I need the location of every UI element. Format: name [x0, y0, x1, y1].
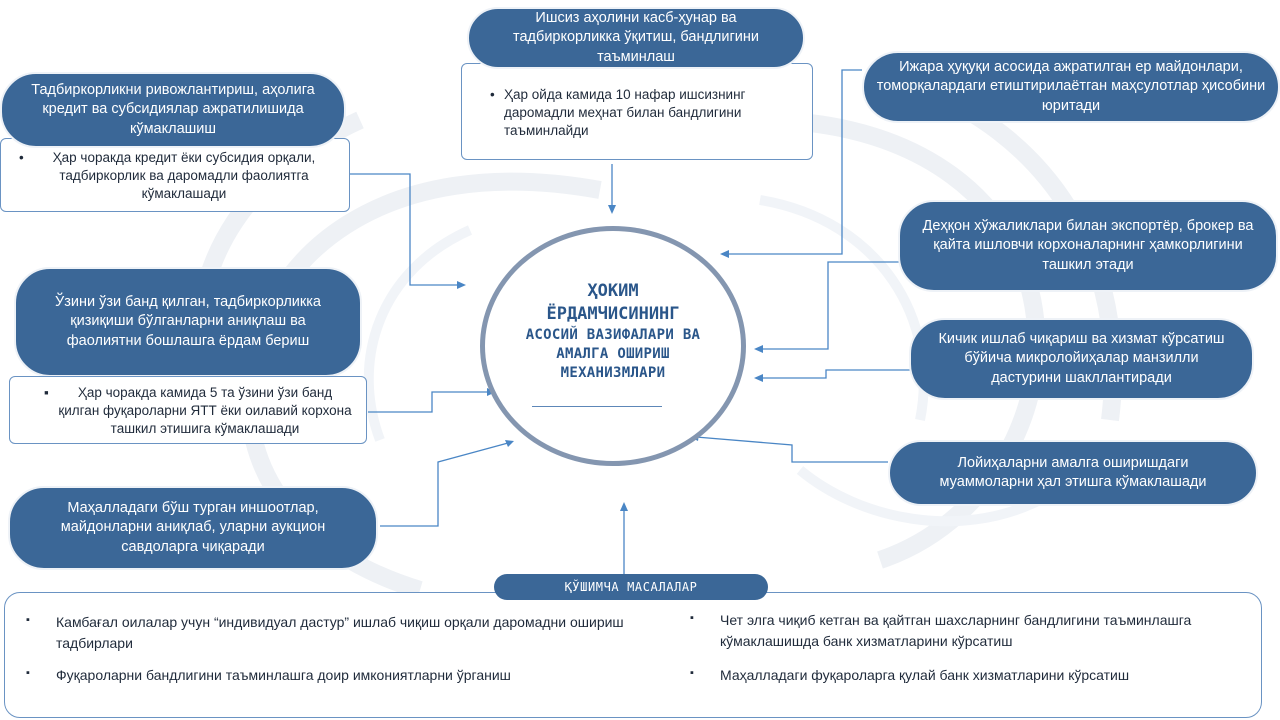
additional-item: ▪ Чет элга чиқиб кетган ва қайтган шахсл…: [690, 610, 1210, 652]
right-task-pill-4: Лойиҳаларни амалга оширишдаги муаммоларн…: [888, 440, 1258, 506]
left-detail-item-1: Ҳар чоракда кредит ёки субсидия орқали, …: [15, 149, 335, 204]
central-title-line: АМАЛГА ОШИРИШ: [556, 346, 670, 363]
left-task-pill-1: Тадбиркорликни ривожлантириш, аҳолига кр…: [0, 72, 346, 148]
top-detail-box: Ҳар ойда камида 10 нафар ишсизнинг даром…: [461, 63, 813, 160]
right-task-pill-2: Деҳқон хўжаликлари билан экспортёр, брок…: [898, 200, 1278, 292]
central-title-line: ҲОКИМ: [587, 281, 639, 301]
additional-tasks-title: ҚЎШИМЧА МАСАЛАЛАР: [494, 574, 768, 600]
left-task-pill-3: Маҳалладаги бўш турган иншоотлар, майдон…: [8, 486, 378, 570]
additional-item-text: Маҳалладаги фуқароларга қулай банк хизма…: [720, 667, 1130, 683]
additional-item-text: Чет элга чиқиб кетган ва қайтган шахслар…: [720, 612, 1192, 649]
top-detail-item: Ҳар ойда камида 10 нафар ишсизнинг даром…: [486, 86, 798, 141]
connector-lines: [350, 69, 910, 574]
central-title-line: МЕХАНИЗМЛАРИ: [560, 365, 666, 382]
top-task-pill: Ишсиз аҳолини касб-ҳунар ва тадбиркорлик…: [467, 7, 805, 69]
additional-tasks-panel: [4, 592, 1262, 718]
additional-item-text: Камбағал оилалар учун “индивидуал дастур…: [56, 614, 624, 651]
additional-item: ▪ Камбағал оилалар учун “индивидуал даст…: [26, 612, 636, 654]
square-bullet-icon: ▪: [690, 612, 694, 624]
right-task-pill-3: Кичик ишлаб чиқариш ва хизмат кўрсатиш б…: [909, 318, 1254, 400]
central-title-line: ЁРДАМЧИСИНИНГ: [546, 304, 680, 325]
additional-item: ▪ Фуқароларни бандлигини таъминлашга дои…: [26, 665, 636, 686]
left-detail-item-2: Ҳар чоракда камида 5 та ўзини ўзи банд қ…: [40, 384, 352, 439]
square-bullet-icon: ▪: [690, 667, 694, 679]
central-underline: [532, 406, 662, 407]
square-bullet-icon: ▪: [26, 614, 30, 626]
central-circle: [480, 226, 746, 466]
left-detail-box-2: Ҳар чоракда камида 5 та ўзини ўзи банд қ…: [9, 376, 367, 444]
left-task-pill-2: Ўзини ўзи банд қилган, тадбиркорликка қи…: [14, 267, 362, 377]
additional-item: ▪ Маҳалладаги фуқароларга қулай банк хиз…: [690, 665, 1210, 686]
left-detail-box-1: Ҳар чоракда кредит ёки субсидия орқали, …: [0, 138, 350, 212]
additional-item-text: Фуқароларни бандлигини таъминлашга доир …: [56, 667, 511, 683]
central-title: ҲОКИМ ЁРДАМЧИСИНИНГ АСОСИЙ ВАЗИФАЛАРИ ВА…: [488, 280, 738, 383]
right-task-pill-1: Ижара ҳуқуқи асосида ажратилган ер майдо…: [862, 51, 1280, 123]
central-title-line: АСОСИЙ ВАЗИФАЛАРИ ВА: [525, 327, 701, 344]
square-bullet-icon: ▪: [26, 667, 30, 679]
